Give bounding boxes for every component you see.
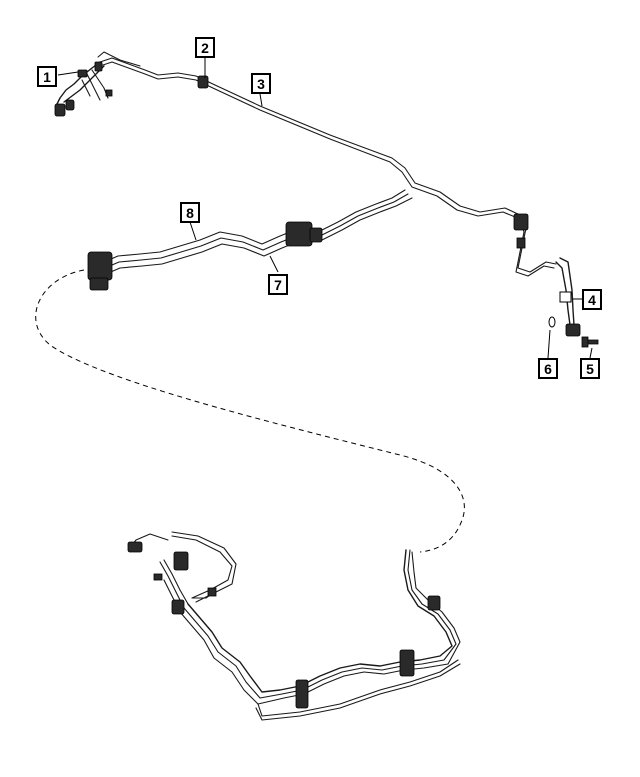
callout-1: 1 <box>37 66 57 87</box>
callout-3: 3 <box>251 73 271 94</box>
callout-5: 5 <box>580 358 600 379</box>
junction-block-left <box>87 251 113 291</box>
rear-right-hose-assembly <box>513 213 599 348</box>
front-left-hose-fitting <box>54 61 113 117</box>
tube-clip <box>197 75 209 89</box>
rear-brake-tubes-middle <box>87 189 413 291</box>
main-brake-tube-upper <box>97 51 521 220</box>
callout-7: 7 <box>268 274 288 295</box>
continuation-dashed-line <box>35 269 465 553</box>
callout-6: 6 <box>538 358 558 379</box>
callout-2: 2 <box>195 37 215 58</box>
junction-block <box>285 221 323 247</box>
callout-8: 8 <box>180 202 200 223</box>
callout-leaders <box>57 58 593 359</box>
rear-brake-tubes-lower <box>127 531 461 721</box>
callout-4: 4 <box>582 289 602 310</box>
